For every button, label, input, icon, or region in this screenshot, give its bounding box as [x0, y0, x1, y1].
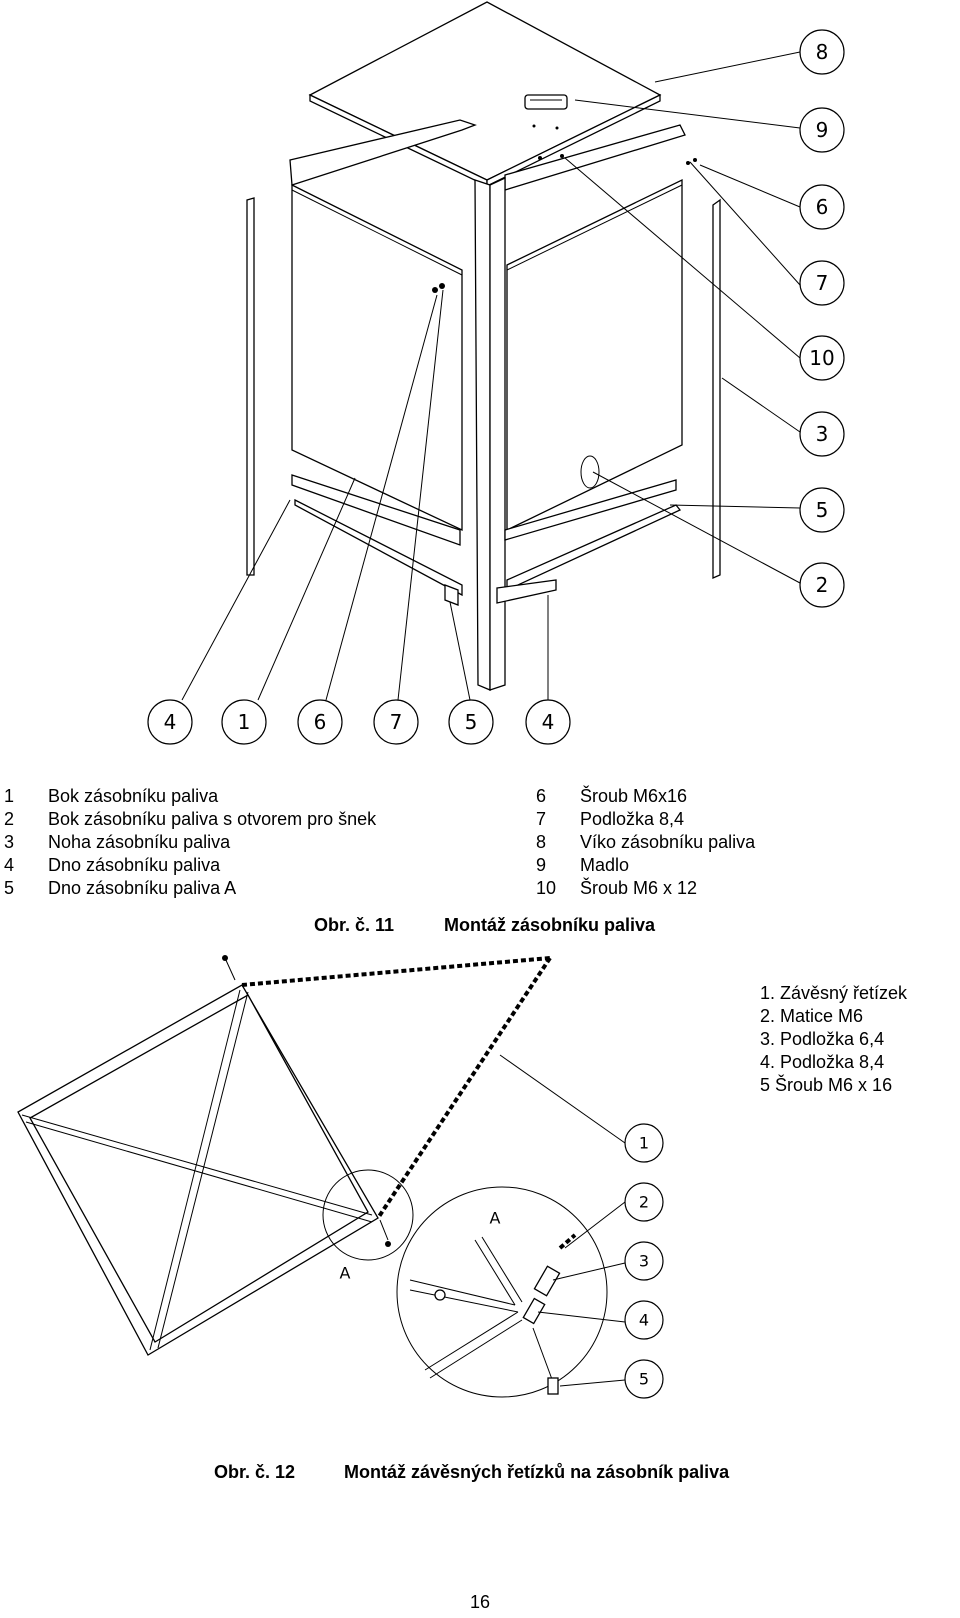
callout-label: 9 — [816, 118, 829, 142]
legend-row: 2. Matice M6 — [760, 1006, 864, 1026]
figure-11-caption-title: Montáž zásobníku paliva — [444, 915, 656, 935]
chain — [241, 956, 552, 1220]
corner-leg — [474, 176, 506, 691]
callout-label: 7 — [390, 710, 403, 734]
callout-label: 10 — [809, 346, 834, 370]
callouts-bottom: 4 1 6 7 5 4 — [147, 699, 571, 745]
figure-12-callouts: 1 2 3 4 5 — [624, 1123, 664, 1399]
callout-label: 2 — [816, 573, 829, 597]
legend-figure-12: 1. Závěsný řetízek 2. Matice M6 3. Podlo… — [760, 982, 907, 1097]
leader-lines — [181, 51, 801, 701]
callout-label: 3 — [816, 422, 829, 446]
callout-label: 5 — [816, 498, 829, 522]
leg-left — [246, 197, 255, 576]
legend-row: 5 Šroub M6 x 16 — [760, 1075, 893, 1095]
callout-label: 1 — [639, 1134, 649, 1153]
callout-label: 8 — [816, 40, 829, 64]
legend-row: 3. Podložka 6,4 — [760, 1029, 885, 1049]
detail-marker-circle — [322, 1169, 414, 1261]
side-panel-right — [504, 124, 686, 532]
detail-view-a: A — [396, 1186, 608, 1398]
callout-label: 4 — [542, 710, 555, 734]
figure-12-drawing: A A 1 2 3 4 5 — [17, 955, 664, 1399]
legend-row: 4. Podložka 8,4 — [760, 1052, 885, 1072]
frame-square — [17, 984, 379, 1356]
side-panel-left — [289, 119, 477, 532]
screw-marks — [432, 154, 697, 293]
handle-part — [524, 94, 568, 130]
callout-label: 3 — [639, 1252, 649, 1271]
callout-label: 5 — [639, 1370, 649, 1389]
figure-12-caption-label: Obr. č. 12 — [214, 1462, 296, 1482]
callouts-right: 8 9 6 7 10 3 5 2 — [799, 29, 845, 608]
callout-label: 4 — [639, 1311, 649, 1330]
top-bolt — [222, 955, 236, 981]
figure-12-leaders — [499, 1054, 626, 1387]
legend-row: 1. Závěsný řetízek — [760, 983, 908, 1003]
bottom-plates — [291, 474, 682, 606]
figure-11-drawing: 8 9 6 7 10 3 5 2 4 1 6 7 5 4 — [147, 1, 845, 745]
callout-label: 4 — [164, 710, 177, 734]
figure-11-caption-label: Obr. č. 11 — [314, 915, 395, 935]
callout-label: 1 — [238, 710, 251, 734]
callout-label: 5 — [465, 710, 478, 734]
callout-label: 6 — [816, 195, 829, 219]
callout-label: 6 — [314, 710, 327, 734]
leg-right — [712, 198, 721, 579]
detail-label-a: A — [490, 1209, 501, 1228]
figure-12-caption-title: Montáž závěsných řetízků na zásobník pal… — [344, 1462, 730, 1482]
callout-label: 2 — [639, 1193, 649, 1212]
page-number: 16 — [469, 1592, 491, 1612]
detail-label-small: A — [340, 1264, 351, 1283]
callout-label: 7 — [816, 271, 829, 295]
